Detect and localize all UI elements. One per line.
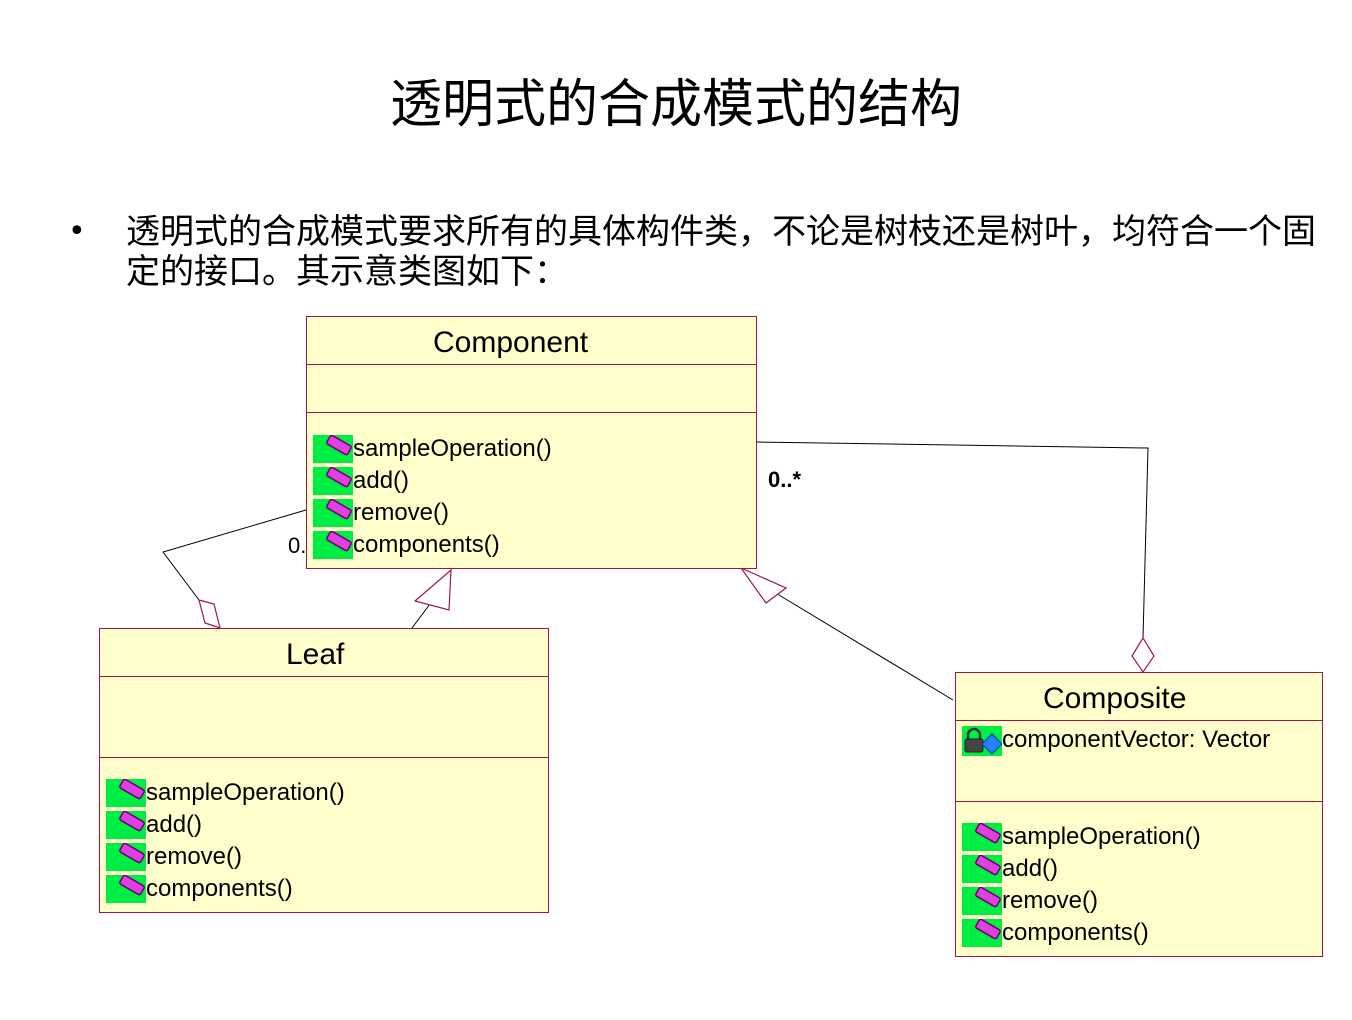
- operation-icon: [962, 887, 1002, 915]
- leaf-aggregation-diamond: [198, 599, 221, 629]
- component-op[interactable]: components(): [307, 529, 756, 561]
- component-op-label: sampleOperation(): [353, 435, 552, 462]
- composite-attribute-label: componentVector: Vector: [1002, 726, 1271, 753]
- composite-op[interactable]: add(): [956, 853, 1322, 885]
- composite-op-label: remove(): [1002, 887, 1099, 914]
- operation-icon: [313, 531, 353, 559]
- component-op-label: components(): [353, 531, 500, 558]
- composite-generalization-line: [773, 591, 954, 701]
- component-op[interactable]: add(): [307, 465, 756, 497]
- leaf-class[interactable]: Leaf sampleOperation() add() remove() co…: [99, 628, 549, 913]
- leaf-class-name: Leaf: [100, 629, 548, 677]
- operation-icon: [962, 919, 1002, 947]
- leaf-op-label: components(): [146, 875, 293, 902]
- composite-generalization-arrow: [739, 566, 788, 604]
- operation-icon: [106, 843, 146, 871]
- leaf-op[interactable]: sampleOperation(): [100, 777, 548, 809]
- composite-aggregation-line: [756, 441, 1149, 639]
- composite-op[interactable]: remove(): [956, 885, 1322, 917]
- composite-class[interactable]: Composite componentVector: Vector sample…: [955, 672, 1323, 957]
- leaf-attributes: [100, 677, 548, 758]
- composite-op-label: add(): [1002, 855, 1059, 882]
- composite-attribute[interactable]: componentVector: Vector: [956, 724, 1322, 756]
- component-class-name: Component: [307, 317, 756, 365]
- component-attributes: [307, 365, 756, 413]
- leaf-op-label: sampleOperation(): [146, 779, 345, 806]
- operation-icon: [962, 823, 1002, 851]
- leaf-generalization-arrow: [413, 568, 452, 611]
- leaf-op[interactable]: add(): [100, 809, 548, 841]
- component-operations: sampleOperation() add() remove() compone…: [307, 433, 756, 561]
- leaf-aggregation-line: [162, 509, 307, 601]
- composite-op-label: components(): [1002, 919, 1149, 946]
- operation-icon: [106, 875, 146, 903]
- composite-class-name: Composite: [956, 673, 1322, 721]
- leaf-op[interactable]: components(): [100, 873, 548, 905]
- operation-icon: [313, 467, 353, 495]
- composite-multiplicity: 0..*: [768, 467, 802, 492]
- leaf-op-label: remove(): [146, 843, 243, 870]
- composite-op-label: sampleOperation(): [1002, 823, 1201, 850]
- component-class[interactable]: Component sampleOperation() add() remove…: [306, 316, 757, 569]
- operation-icon: [313, 435, 353, 463]
- composite-op[interactable]: components(): [956, 917, 1322, 949]
- composite-attributes: componentVector: Vector: [956, 721, 1322, 802]
- operation-icon: [106, 779, 146, 807]
- bullet-mark: •: [68, 214, 86, 249]
- component-op[interactable]: sampleOperation(): [307, 433, 756, 465]
- slide-title: 透明式的合成模式的结构: [389, 75, 962, 135]
- component-op-label: remove(): [353, 499, 450, 526]
- operation-icon: [962, 855, 1002, 883]
- component-op-label: add(): [353, 467, 410, 494]
- leaf-operations: sampleOperation() add() remove() compone…: [100, 777, 548, 905]
- composite-aggregation-diamond: [1131, 636, 1155, 674]
- component-op[interactable]: remove(): [307, 497, 756, 529]
- bullet-text: 透明式的合成模式要求所有的具体构件类，不论是树枝还是树叶，均符合一个固定的接口。…: [126, 212, 1316, 292]
- operation-icon: [106, 811, 146, 839]
- private-attribute-icon: [962, 726, 1002, 756]
- leaf-op-label: add(): [146, 811, 203, 838]
- leaf-op[interactable]: remove(): [100, 841, 548, 873]
- composite-op[interactable]: sampleOperation(): [956, 821, 1322, 853]
- operation-icon: [313, 499, 353, 527]
- composite-operations: sampleOperation() add() remove() compone…: [956, 821, 1322, 949]
